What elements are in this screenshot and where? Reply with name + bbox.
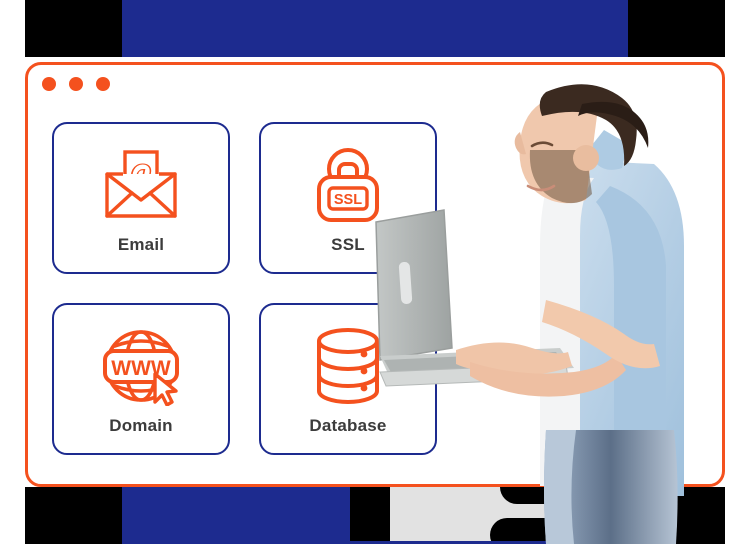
svg-text:SSL: SSL bbox=[334, 192, 362, 208]
bg-block-black-bottom-mid bbox=[350, 487, 390, 544]
service-card-label-domain: Domain bbox=[109, 415, 173, 435]
bg-block-black-bottom-left bbox=[25, 487, 122, 544]
service-card-database[interactable]: Database bbox=[259, 303, 437, 455]
window-dot-close[interactable] bbox=[42, 77, 56, 91]
service-card-label-email: Email bbox=[117, 234, 165, 254]
paper-plane-outline-icon bbox=[581, 506, 638, 544]
window-dot-maximize[interactable] bbox=[96, 77, 110, 91]
database-icon bbox=[312, 325, 384, 407]
window-controls bbox=[42, 77, 110, 91]
bg-block-blue-bottom bbox=[122, 487, 350, 544]
bg-block-blue-top bbox=[122, 0, 628, 57]
bg-block-black-top-left bbox=[25, 0, 122, 57]
browser-window: @ Email SSL bbox=[25, 62, 725, 487]
service-card-email[interactable]: @ Email bbox=[52, 122, 230, 274]
window-dot-minimize[interactable] bbox=[69, 77, 83, 91]
svg-text:WWW: WWW bbox=[111, 357, 171, 380]
globe-www-icon: WWW bbox=[93, 325, 189, 407]
deco-horizontal-line bbox=[122, 541, 628, 544]
service-card-grid: @ Email SSL bbox=[52, 122, 437, 455]
service-card-label-ssl: SSL bbox=[331, 234, 365, 254]
padlock-ssl-icon: SSL bbox=[313, 144, 383, 226]
service-card-domain[interactable]: WWW Domain bbox=[52, 303, 230, 455]
envelope-at-icon: @ bbox=[102, 144, 180, 226]
service-card-ssl[interactable]: SSL SSL bbox=[259, 122, 437, 274]
bg-block-black-top-right bbox=[628, 0, 725, 57]
service-card-label-database: Database bbox=[309, 415, 387, 435]
